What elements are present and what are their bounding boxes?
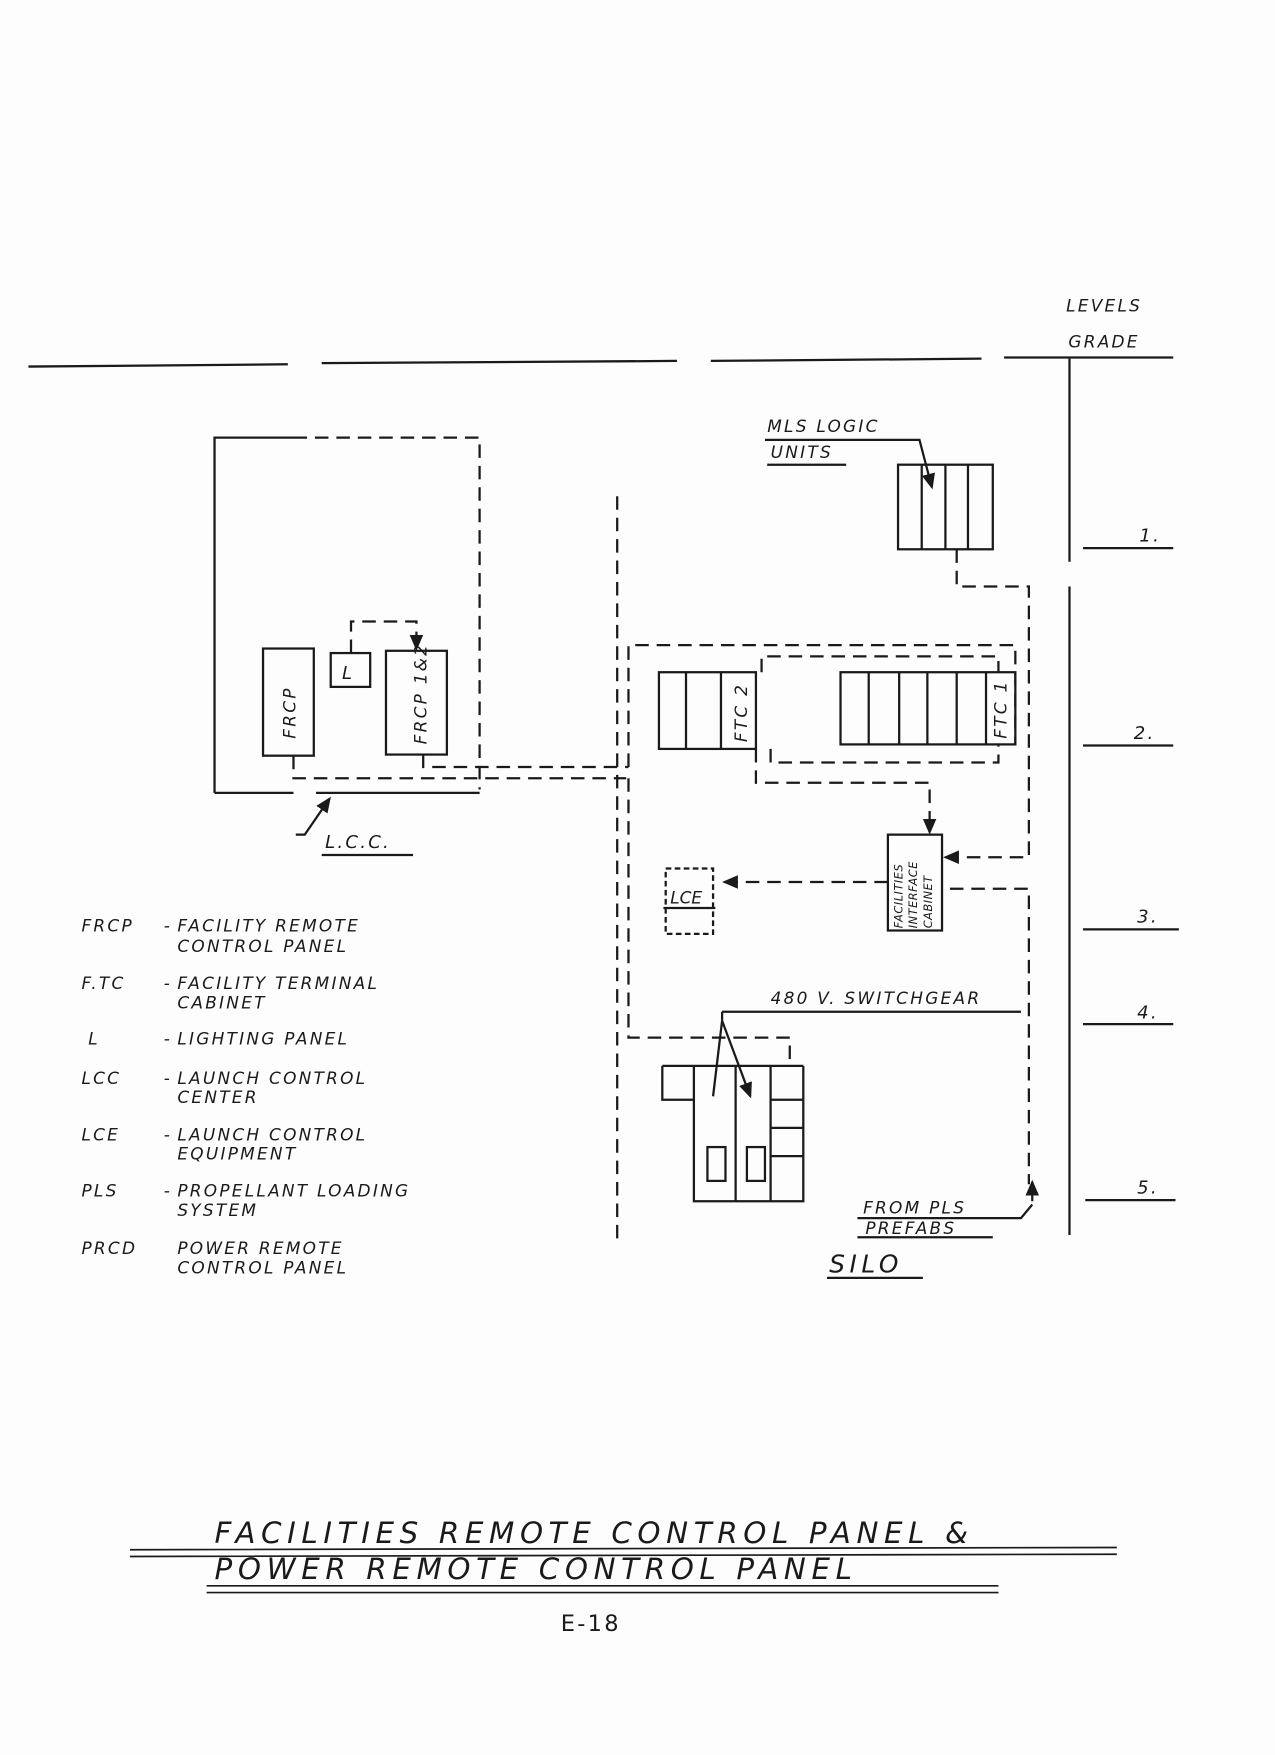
level-5: 5. [1137,1177,1159,1198]
ftc-bottom-link [769,744,1000,764]
title-line-2: POWER REMOTE CONTROL PANEL [215,1552,858,1586]
svg-text:CABINET: CABINET [177,992,266,1012]
level-marks: 1. 2. 3. 4. 5. [1083,525,1179,1202]
svg-text:L: L [88,1028,100,1048]
ftc2-cabinet: FTC 2 [657,671,758,751]
svg-text:EQUIPMENT: EQUIPMENT [177,1143,297,1163]
svg-text:LAUNCH CONTROL: LAUNCH CONTROL [177,1068,367,1088]
switchgear [661,1064,805,1203]
svg-text:F.TC: F.TC [81,973,125,993]
pls-cable [949,887,1031,1185]
page-number: E-18 [561,1611,621,1637]
svg-text:CONTROL PANEL: CONTROL PANEL [177,936,348,956]
svg-text:PLS: PLS [81,1181,118,1201]
svg-text:POWER REMOTE: POWER REMOTE [177,1238,343,1258]
mls-label-1: MLS LOGIC [767,416,880,436]
ftc1-cabinet: FTC 1 [839,671,1017,746]
svg-text:CENTER: CENTER [177,1087,258,1107]
lce-equipment: LCE [663,867,716,936]
svg-text:FTC 2: FTC 2 [731,683,751,742]
svg-text:INTERFACE: INTERFACE [907,861,920,928]
grade-label: GRADE [1068,331,1139,351]
from-pls-label-2: PREFABS [865,1218,956,1238]
svg-text:-: - [164,916,172,936]
svg-text:LIGHTING PANEL: LIGHTING PANEL [177,1028,349,1048]
lcc-pointer [295,796,331,836]
facilities-interface-cabinet: FACILITIES INTERFACE CABINET [886,833,944,932]
svg-text:-: - [164,1181,172,1201]
svg-text:-: - [164,1068,172,1088]
svg-text:FRCP 1&2: FRCP 1&2 [411,643,431,745]
svg-text:FRCP: FRCP [280,686,300,739]
title-line-1: FACILITIES REMOTE CONTROL PANEL & [215,1516,974,1550]
ftc-to-fic [754,748,937,835]
svg-text:FACILITY REMOTE: FACILITY REMOTE [177,916,360,936]
mls-cable [943,549,1031,864]
ftc-link [760,655,1000,673]
svg-text:L: L [342,663,354,684]
svg-text:PROPELLANT LOADING: PROPELLANT LOADING [177,1181,410,1201]
level-3: 3. [1137,907,1159,928]
switchgear-feed [627,778,791,1066]
svg-text:-: - [164,973,172,993]
silo-label: SILO [829,1249,903,1278]
frcp12-cable [422,754,629,769]
lcc-enclosure [213,436,481,795]
levels-header: LEVELS [1066,295,1142,315]
svg-text:CABINET: CABINET [922,875,935,929]
mls-logic-units [896,463,994,551]
switchgear-label: 480 V. SWITCHGEAR [771,988,982,1008]
svg-text:FACILITIES: FACILITIES [893,864,906,928]
svg-text:FRCP: FRCP [81,916,134,936]
svg-text:LCE: LCE [81,1124,120,1144]
legend-item: L -LIGHTING PANEL [88,1028,349,1048]
lcc-label: L.C.C. [325,832,391,853]
svg-text:FACILITY TERMINAL: FACILITY TERMINAL [177,973,379,993]
svg-text:PRCD: PRCD [81,1238,137,1258]
svg-text:-: - [164,1028,172,1048]
svg-text:-: - [164,1124,172,1144]
mls-label-2: UNITS [771,442,833,462]
lighting-panel: L [329,651,372,689]
frcp-panel: FRCP [261,647,315,757]
level-2: 2. [1134,723,1156,744]
frcp-cable [292,755,627,780]
svg-text:CONTROL PANEL: CONTROL PANEL [177,1257,348,1277]
from-pls-label-1: FROM PLS [863,1198,966,1218]
frcp-1-2-panel: FRCP 1&2 [384,643,449,756]
svg-text:LCE: LCE [670,887,702,907]
level-4: 4. [1137,1002,1159,1023]
switchgear-arrows [711,1020,750,1097]
svg-text:FTC 1: FTC 1 [990,680,1010,739]
svg-text:LCC: LCC [81,1068,121,1088]
grade-line [28,356,1174,1236]
level-1: 1. [1139,525,1161,546]
svg-text:LAUNCH CONTROL: LAUNCH CONTROL [177,1124,367,1144]
lighting-connector [349,620,424,654]
svg-text:SYSTEM: SYSTEM [177,1200,258,1220]
